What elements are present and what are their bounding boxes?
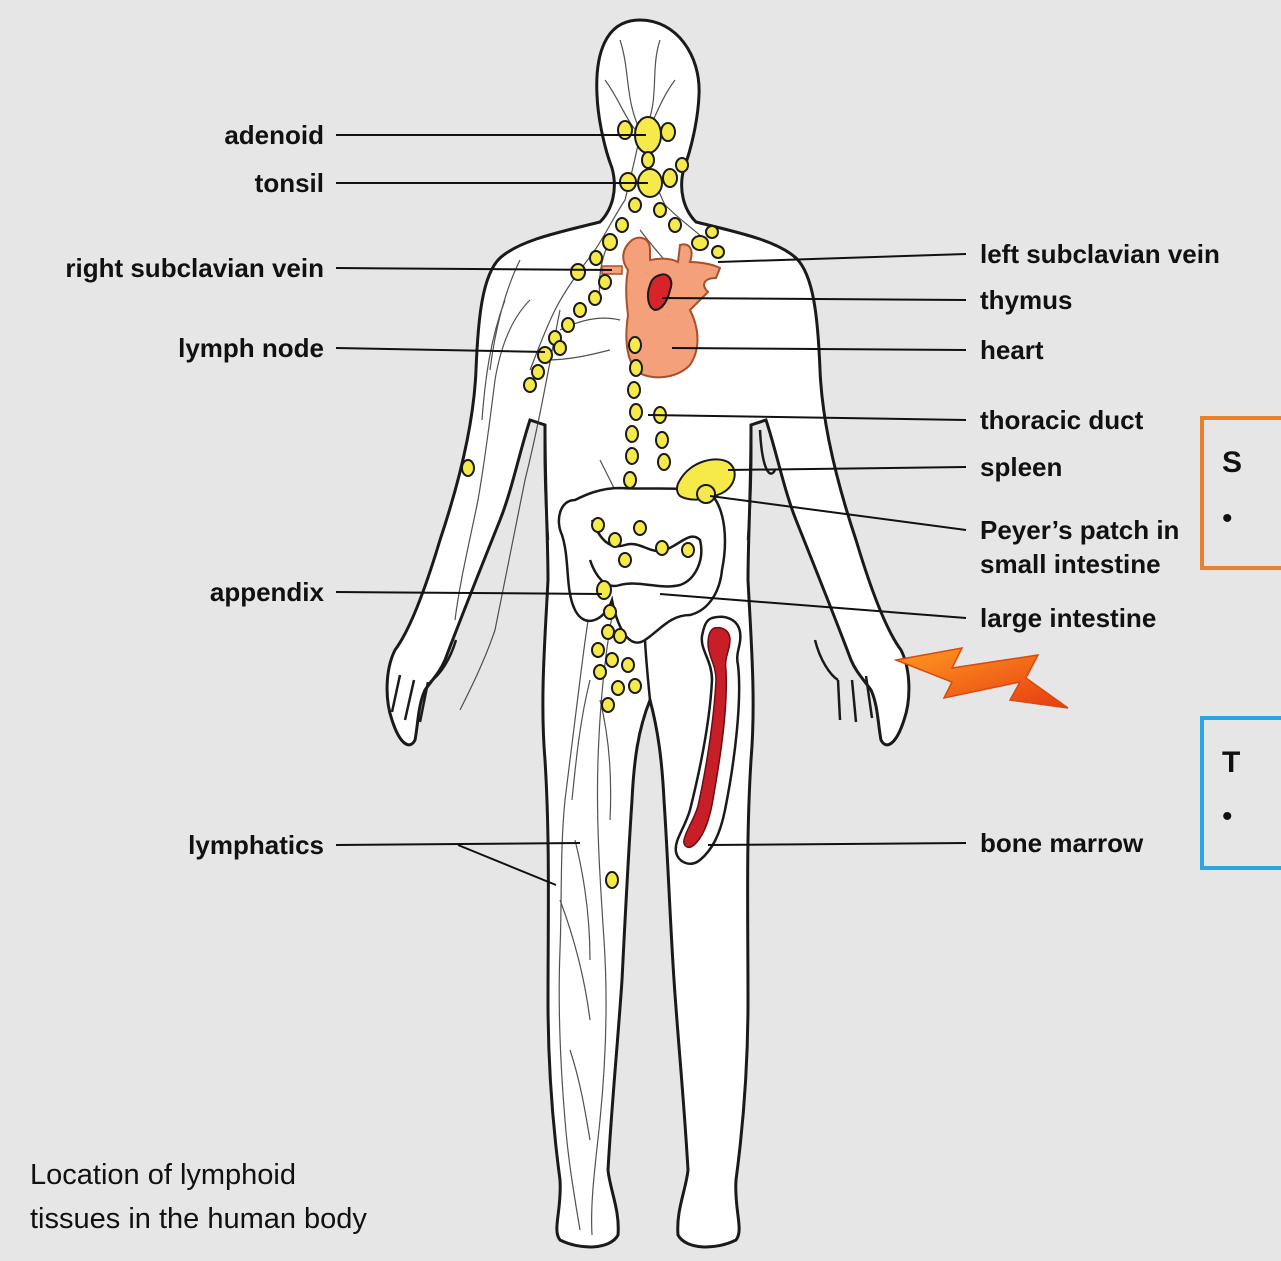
label-tonsil: tonsil	[100, 168, 324, 198]
bottom-box-title: T	[1222, 746, 1240, 780]
caption-line-1: Location of lymphoid	[30, 1153, 500, 1197]
label-thoracic-duct: thoracic duct	[980, 405, 1143, 435]
label-spleen: spleen	[980, 452, 1062, 482]
figure-caption: Location of lymphoid tissues in the huma…	[30, 1153, 500, 1241]
peyers-patch-node	[697, 485, 715, 503]
label-lymph-node: lymph node	[60, 333, 324, 363]
label-right-subclavian-vein: right subclavian vein	[0, 253, 324, 283]
label-thymus: thymus	[980, 285, 1072, 315]
bottom-box-frame	[1202, 718, 1281, 868]
label-bone-marrow: bone marrow	[980, 828, 1143, 858]
top-box-title: S	[1222, 446, 1242, 480]
bottom-box-bullet: •	[1222, 800, 1233, 834]
label-large-intestine: large intestine	[980, 603, 1156, 633]
label-lymphatics: lymphatics	[60, 830, 324, 860]
label-adenoid: adenoid	[100, 120, 324, 150]
top-box-frame	[1202, 418, 1281, 568]
caption-line-2: tissues in the human body	[30, 1197, 500, 1241]
lightning-arrow	[896, 648, 1068, 708]
label-peyers-patch-line1: Peyer’s patch in	[980, 515, 1179, 545]
label-heart: heart	[980, 335, 1044, 365]
label-left-subclavian-vein: left subclavian vein	[980, 239, 1220, 269]
label-peyers-patch-line2: small intestine	[980, 549, 1161, 579]
top-box-bullet: •	[1222, 502, 1233, 536]
label-appendix: appendix	[60, 577, 324, 607]
